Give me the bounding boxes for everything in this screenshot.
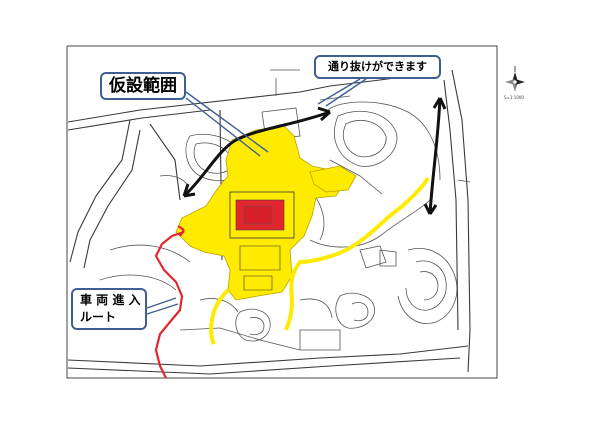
plan-details <box>99 69 471 351</box>
north-arrow-icon <box>505 66 525 92</box>
vehicle-route-label-line2: ルート <box>80 310 117 324</box>
roads-and-boundaries <box>67 69 471 375</box>
access-road-yellow <box>209 176 430 345</box>
central-building <box>229 191 295 291</box>
vehicle-entry-route <box>154 225 185 379</box>
vehicle-route-callout: 車 両 進 入 ルート <box>71 288 147 330</box>
plan-frame <box>66 45 498 379</box>
pass-through-callout: 通り抜けができます <box>314 55 441 79</box>
callout-leaders <box>146 78 367 315</box>
scale-label: S=1:1000 <box>504 95 524 100</box>
pass-through-arrows <box>182 97 447 215</box>
vehicle-route-label-line1: 車 両 進 入 <box>80 293 141 307</box>
temporary-area-callout: 仮設範囲 <box>100 72 186 100</box>
